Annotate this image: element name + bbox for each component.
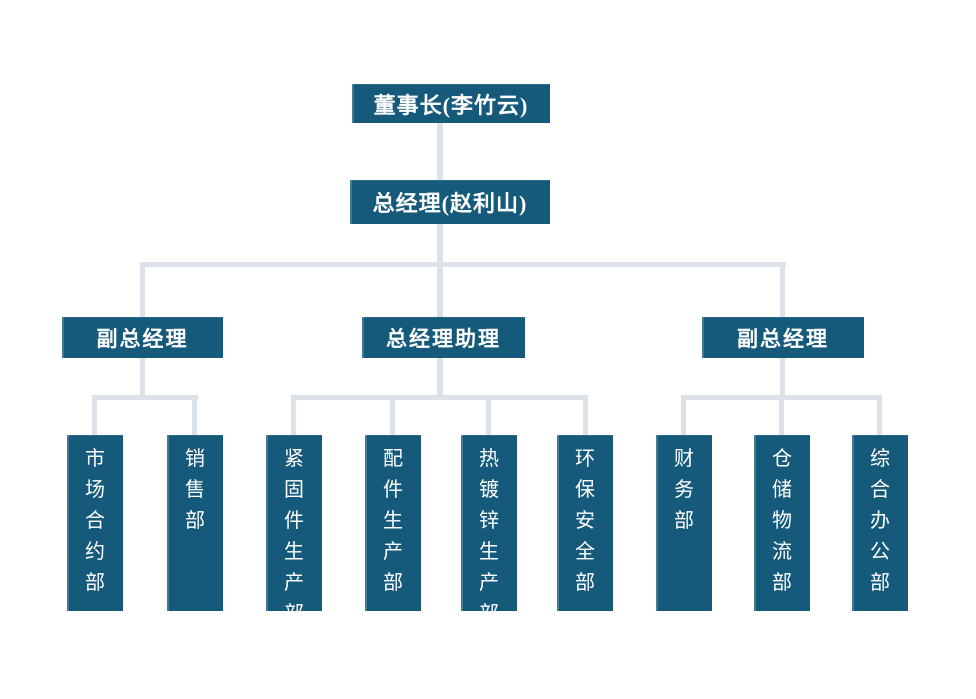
org-node-label: 环保安全部 (575, 448, 595, 594)
connector-bus-right (681, 395, 882, 400)
connector-stem-right (780, 357, 785, 396)
connector-stem-middle (437, 357, 443, 396)
org-node-label: 财务部 (674, 448, 694, 532)
org-node-label: 综合办公部 (870, 448, 890, 594)
org-node-gm-assistant: 总经理助理 (362, 317, 525, 358)
org-node-dept-finance: 财务部 (656, 435, 712, 611)
connector-stem-left (140, 357, 145, 396)
org-node-label: 紧固件生产部 (284, 448, 304, 625)
connector-drop-left-branch (140, 262, 145, 318)
org-node-label: 热镀锌生产部 (479, 448, 499, 625)
connector-drop-dept (390, 398, 395, 436)
connector-drop-dept (681, 398, 686, 436)
org-node-label: 市场合约部 (85, 448, 105, 594)
org-node-dept-general-office: 综合办公部 (852, 435, 908, 611)
org-node-dept-warehouse-logistics: 仓储物流部 (754, 435, 810, 611)
connector-bus-middle (291, 395, 588, 400)
connector-drop-dept (583, 398, 588, 436)
org-node-dept-sales: 销售部 (167, 435, 223, 611)
connector-drop-dept (486, 398, 491, 436)
connector-chairman-gm (437, 122, 443, 181)
org-node-deputy-gm-right: 副总经理 (702, 317, 864, 358)
org-node-label: 副总经理 (96, 326, 189, 351)
org-node-label: 副总经理 (737, 326, 829, 351)
org-node-dept-parts-production: 配件生产部 (365, 435, 421, 611)
connector-drop-dept (779, 398, 784, 436)
connector-drop-dept (291, 398, 296, 436)
org-node-label: 配件生产部 (383, 448, 403, 594)
org-node-chairman-label: 董事长(李竹云) (373, 92, 529, 118)
org-node-deputy-gm-left: 副总经理 (62, 317, 223, 358)
org-node-label: 总经理助理 (386, 326, 501, 351)
connector-main-bus (140, 262, 786, 267)
connector-bus-left (92, 395, 198, 400)
org-node-dept-environment-safety: 环保安全部 (557, 435, 613, 611)
org-node-label: 仓储物流部 (772, 448, 792, 594)
org-node-general-manager-label: 总经理(赵利山) (372, 191, 528, 216)
org-node-label: 销售部 (185, 448, 205, 532)
connector-gm-trunk (437, 223, 443, 318)
connector-drop-dept (92, 398, 97, 436)
org-node-dept-galvanizing-production: 热镀锌生产部 (461, 435, 517, 625)
org-node-chairman: 董事长(李竹云) (352, 84, 550, 123)
connector-drop-dept (192, 398, 197, 436)
org-node-dept-market-contract: 市场合约部 (67, 435, 123, 611)
org-node-dept-fastener-production: 紧固件生产部 (266, 435, 322, 625)
connector-drop-dept (877, 398, 882, 436)
connector-drop-right-branch (780, 262, 785, 318)
org-node-general-manager: 总经理(赵利山) (350, 180, 550, 224)
